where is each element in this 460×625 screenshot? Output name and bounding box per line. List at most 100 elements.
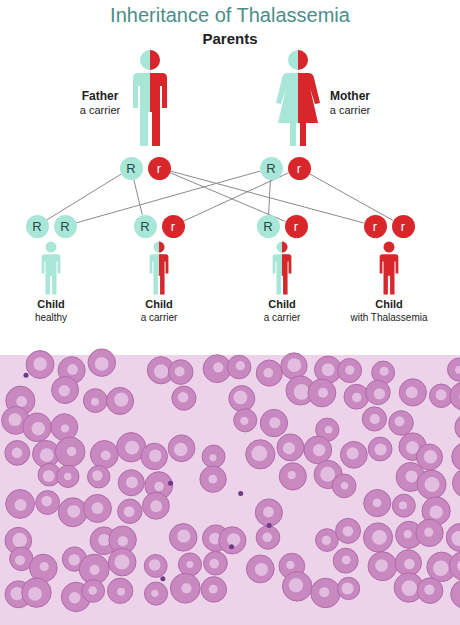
cell-pallor [33,357,47,371]
cell-pallor [288,471,296,479]
cell-pallor [178,392,189,403]
cell-pallor [313,444,325,456]
allele-letter: r [294,220,298,233]
allele-circle: R [120,157,143,180]
cell-pallor [118,536,128,546]
cell-pallor [459,393,460,402]
red-blood-cell [5,440,30,465]
red-blood-cell [83,494,111,522]
platelet [267,523,272,528]
red-blood-cell [344,384,369,409]
cell-pallor [89,565,99,575]
cell-pallor [263,368,273,378]
red-blood-cell [23,413,52,442]
allele-circle: r [162,215,185,238]
allele-letter: r [401,220,405,233]
cell-pallor [320,467,335,482]
red-blood-cell [389,411,414,436]
affected-child-figure [380,242,399,295]
cell-pallor [286,561,294,569]
cell-pallor [126,476,138,488]
cell-pallor [12,448,23,459]
red-blood-cell [417,470,446,499]
cell-pallor [213,362,223,372]
figure-label: a carrier [264,312,301,323]
red-blood-cell [172,386,196,410]
cell-pallor [352,393,362,403]
red-blood-cell [455,413,460,441]
red-blood-cell [58,498,87,527]
cell-pallor [8,413,21,426]
cell-pallor [319,587,329,597]
cell-pallor [149,559,161,571]
cell-pallor [125,441,139,455]
red-blood-cell [417,578,443,604]
cell-pallor [69,554,80,565]
cell-pallor [240,417,248,425]
red-blood-cell [246,440,275,469]
cell-pallor [210,454,217,461]
platelet [238,491,243,496]
cell-pallor [424,528,433,537]
red-blood-cell [453,468,460,498]
red-blood-cell [279,463,306,490]
red-blood-cell [446,523,460,551]
cell-pallor [374,388,385,399]
red-blood-cell [82,580,105,603]
red-blood-cell [83,389,107,413]
red-blood-cell [90,441,118,469]
red-blood-cell [368,552,397,581]
cell-pallor [98,534,110,546]
figure-label: healthy [35,312,67,323]
cell-pallor [151,590,158,597]
allele-circle: R [257,215,280,238]
cell-pallor [91,398,99,406]
cell-pallor [457,560,460,572]
cell-pallor [154,482,163,491]
red-blood-cell [246,555,274,583]
red-blood-cell [338,358,362,382]
cell-pallor [318,388,328,398]
smear-ground [0,355,460,625]
cell-pallor [101,450,111,460]
red-blood-cell [395,550,421,576]
cell-pallor [322,536,331,545]
cell-pallor [16,396,27,407]
cell-pallor [61,424,69,432]
figure-label: a carrier [80,104,120,116]
cell-pallor [262,532,272,542]
cell-pallor [43,470,55,482]
red-blood-cell [26,351,54,379]
cell-pallor [41,496,52,507]
red-blood-cell [281,353,307,379]
cell-pallor [40,448,54,462]
red-blood-cell [141,443,168,470]
cell-pallor [451,531,460,546]
red-blood-cell [202,445,225,468]
allele-letter: R [32,220,41,233]
allele-letter: r [297,162,301,175]
diagram-title: Inheritance of Thalassemia [110,4,350,27]
red-blood-cell [451,580,460,609]
cell-pallor [341,582,353,594]
cell-pallor [342,555,351,564]
cell-pallor [15,499,27,511]
cell-pallor [40,562,49,571]
carrier-child-figure [150,242,169,295]
cell-pallor [28,587,42,601]
red-blood-cell [450,382,460,410]
cell-pallor [401,580,417,596]
red-blood-cell [118,470,144,496]
figure-label: Child [268,298,296,310]
red-blood-cell [52,377,79,404]
red-blood-cell [108,548,136,576]
cell-pallor [424,584,434,594]
cell-pallor [150,500,162,512]
carrier-child-figure [273,242,292,295]
cell-pallor [255,563,268,576]
red-blood-cell [336,518,361,543]
red-blood-cell [168,360,193,385]
red-blood-cell [170,573,200,603]
allele-circle: R [54,215,77,238]
red-blood-cell [55,437,85,467]
